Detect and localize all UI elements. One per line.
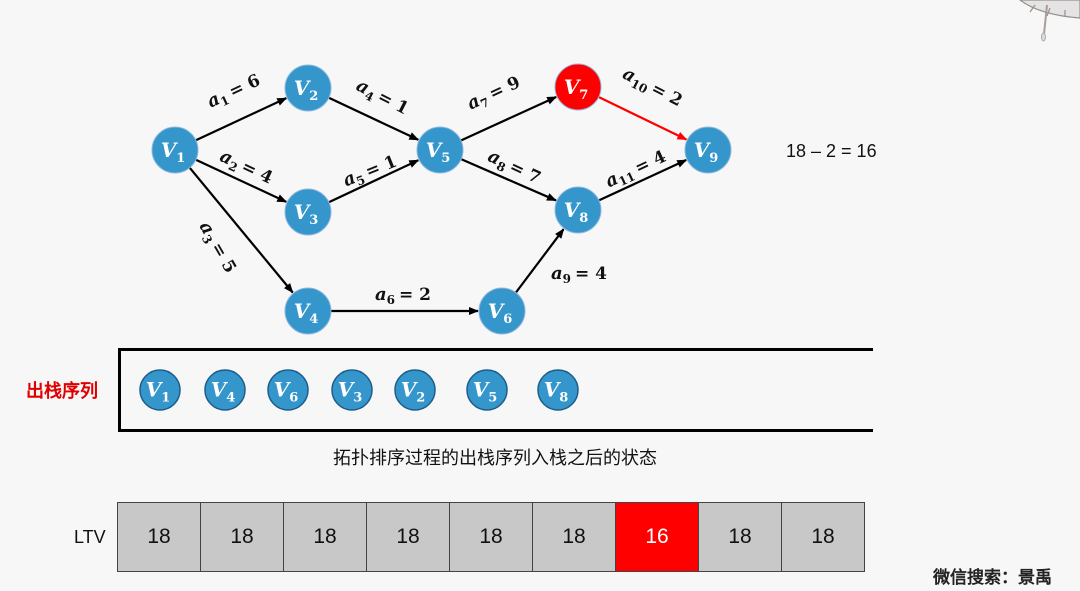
stack-item-circle	[204, 369, 246, 411]
node-label: V1	[146, 378, 171, 406]
stack-item: V1	[139, 369, 181, 411]
watermark: 微信搜索：景禹	[933, 568, 1052, 588]
edge-V4-V6: a6= 2	[331, 284, 479, 315]
ltv-cell: 18	[117, 502, 201, 572]
ltv-cell: 18	[532, 502, 616, 572]
stack-box	[118, 348, 873, 432]
node-v9: V9	[684, 126, 732, 174]
stack-item: V3	[331, 369, 373, 411]
node-circle	[284, 64, 332, 112]
node-label: V1	[161, 138, 186, 166]
formula-text: 18 – 2 = 16	[786, 141, 877, 161]
ltv-cell: 18	[781, 502, 865, 572]
node-circle	[151, 126, 199, 174]
edge-arrow	[328, 96, 420, 141]
node-label: V2	[401, 378, 426, 406]
node-circle	[554, 186, 602, 234]
node-label: V5	[473, 378, 498, 406]
ltv-label: LTV	[74, 527, 106, 547]
stack-title: 出栈序列	[26, 381, 98, 402]
stack-item-circle	[537, 369, 579, 411]
edge-arrow	[598, 96, 688, 141]
edge-weight-label: a9= 4	[551, 263, 607, 286]
edge-V5-V7: a7= 9	[460, 72, 558, 142]
node-circle	[554, 63, 602, 111]
node-v8: V8	[554, 186, 602, 234]
node-label: V4	[211, 378, 236, 406]
stack-sequence: V1 V4 V6 V3 V2 V5 V8	[139, 369, 579, 411]
edge-V1-V2: a1= 6	[195, 70, 288, 142]
edge-V7-V9: a10= 2	[598, 63, 688, 141]
edge-weight-label: a5= 1	[340, 151, 401, 193]
edge-arrow	[460, 95, 558, 142]
umbrella-icon	[1018, 0, 1080, 42]
node-label: V6	[488, 299, 513, 327]
node-label: V6	[274, 378, 299, 406]
edge-V5-V8: a8= 7	[460, 146, 557, 202]
edge-weight-label: a10= 2	[618, 63, 686, 113]
edge-weight-label: a7= 9	[464, 72, 525, 117]
node-label: V3	[338, 378, 363, 406]
node-label: V5	[426, 138, 451, 166]
node-label: V8	[564, 198, 589, 226]
node-label: V3	[294, 200, 319, 228]
edge-arrow	[328, 159, 420, 204]
node-v4: V4	[284, 287, 332, 335]
stack-item-circle	[267, 369, 309, 411]
node-circle	[416, 126, 464, 174]
stack-item: V4	[204, 369, 246, 411]
node-label: V9	[694, 138, 719, 166]
node-v2: V2	[284, 64, 332, 112]
node-v7: V7	[554, 63, 602, 111]
caption: 拓扑排序过程的出栈序列入栈之后的状态	[333, 448, 657, 469]
stack-item: V6	[267, 369, 309, 411]
stack-item-circle	[331, 369, 373, 411]
stack-item-circle	[139, 369, 181, 411]
node-circle	[284, 188, 332, 236]
node-v1: V1	[151, 126, 199, 174]
stack-item-circle	[394, 369, 436, 411]
ltv-cell: 18	[283, 502, 367, 572]
node-v3: V3	[284, 188, 332, 236]
node-label: V4	[294, 299, 319, 327]
aoe-network-graph: a1= 6 a2= 4 a3= 5 a4= 1 a5= 1 a6= 2 a7= 9 a8= 7…	[151, 63, 732, 335]
edge-weight-label: a8= 7	[484, 146, 545, 191]
ltv-cell: 18	[200, 502, 284, 572]
edge-V3-V5: a5= 1	[328, 151, 420, 204]
edge-weight-label: a1= 6	[204, 70, 265, 115]
node-v5: V5	[416, 126, 464, 174]
node-circle	[284, 287, 332, 335]
edge-V1-V3: a2= 4	[195, 146, 288, 203]
edge-V6-V8: a9= 4	[514, 228, 607, 294]
node-circle	[684, 126, 732, 174]
edge-arrow	[598, 159, 688, 202]
edge-weight-label: a11= 4	[602, 146, 670, 194]
edge-arrow	[195, 97, 288, 142]
edge-V1-V4: a3= 5	[188, 167, 294, 294]
node-label: V7	[564, 75, 589, 103]
edge-arrow	[460, 158, 557, 202]
edge-weight-label: a3= 5	[193, 218, 241, 278]
ltv-cell: 18	[366, 502, 450, 572]
node-label: V8	[544, 378, 569, 406]
stack-item: V2	[394, 369, 436, 411]
node-label: V2	[294, 76, 319, 104]
edge-V8-V9: a11= 4	[598, 146, 688, 202]
node-v6: V6	[478, 287, 526, 335]
ltv-cell: 18	[698, 502, 782, 572]
stack-item-circle	[466, 369, 508, 411]
edge-V2-V5: a4= 1	[328, 75, 420, 141]
edge-arrow	[195, 158, 288, 203]
edge-arrow	[188, 167, 294, 294]
edge-arrow	[514, 228, 565, 294]
stack-item: V5	[466, 369, 508, 411]
node-circle	[478, 287, 526, 335]
ltv-cell: 16	[615, 502, 699, 572]
edge-weight-label: a6= 2	[375, 284, 431, 307]
ltv-cell: 18	[449, 502, 533, 572]
stack-item: V8	[537, 369, 579, 411]
